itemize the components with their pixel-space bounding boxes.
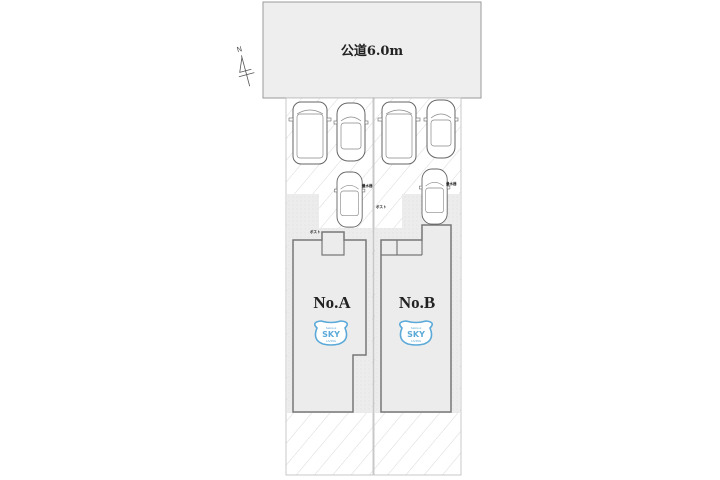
public-road [262, 1, 482, 99]
svg-text:SKY: SKY [322, 330, 340, 339]
north-label: N [236, 45, 243, 54]
svg-text:SKY: SKY [407, 330, 425, 339]
lot-b-label: No.B [399, 293, 435, 312]
svg-text:Sekisui: Sekisui [411, 326, 422, 330]
house-b-outline [380, 224, 452, 413]
svg-text:LIVING: LIVING [326, 339, 337, 343]
car-icon [377, 101, 421, 165]
post-label-b: ポスト [376, 204, 387, 209]
svg-text:LIVING: LIVING [411, 339, 422, 343]
north-arrow-icon: N [236, 45, 255, 87]
post-label-a: ポスト [310, 229, 321, 234]
car-icon [288, 101, 332, 165]
svg-text:Sekisui: Sekisui [326, 326, 337, 330]
car-icon [333, 171, 366, 228]
sekisui-sky-logo-a: Sekisui SKY LIVING [313, 320, 349, 346]
car-icon [418, 168, 451, 225]
car-icon [333, 102, 369, 162]
car-icon [423, 99, 459, 159]
meter-label-b: 量水器 [446, 181, 457, 186]
lot-b: ポスト No.B Sekisui SKY LIVING 量水器 [373, 97, 462, 476]
meter-label-a: 量水器 [362, 183, 373, 188]
sekisui-sky-logo-b: Sekisui SKY LIVING [398, 320, 434, 346]
road-label: 公道6.0m [341, 43, 404, 59]
lot-a-label: No.A [313, 293, 351, 312]
lot-a: ポスト No.A Sekisui SKY LIVING 量水器 [285, 97, 374, 476]
